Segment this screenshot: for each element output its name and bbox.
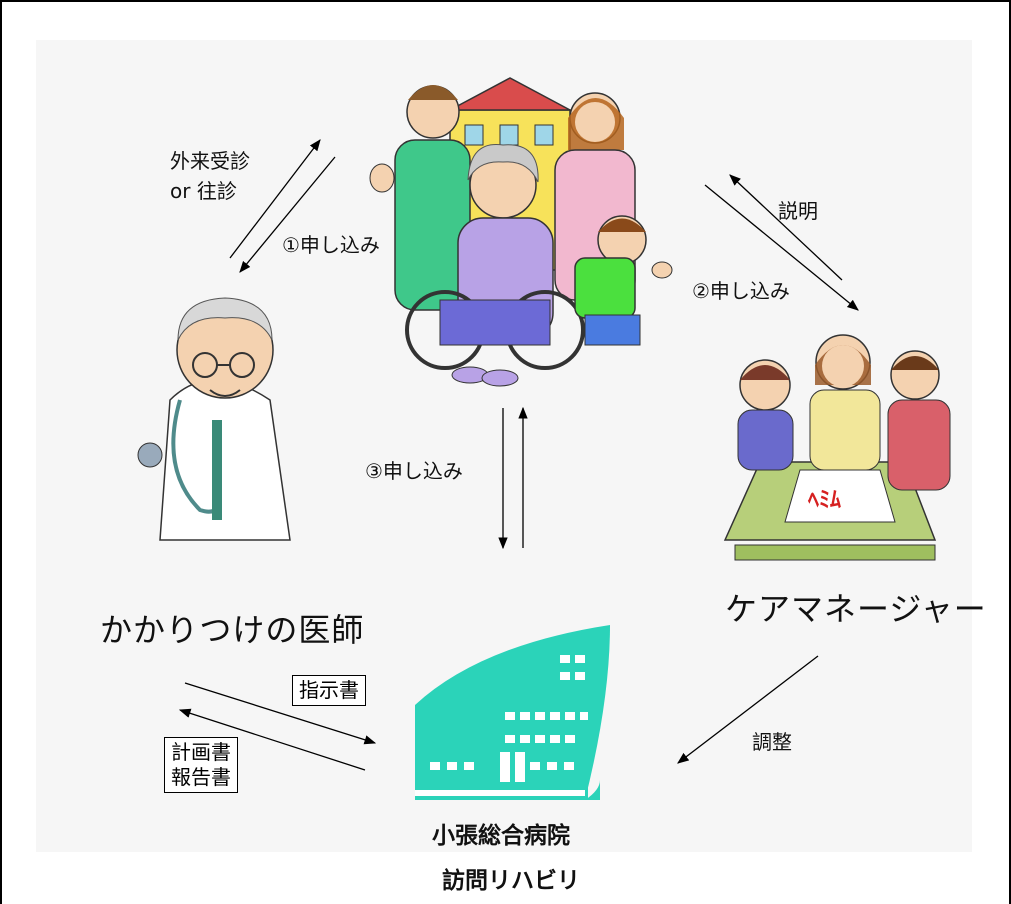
hospital-building-icon [415,625,610,800]
label-report: 報告書 [171,765,231,789]
arrows [178,139,859,771]
label-family-doctor: かかりつけの医師 [100,611,365,649]
family-patient-illustration [369,77,673,387]
care-managers-illustration: ﾍﾐﾑ [723,334,951,561]
label-instructions: 指示書 [299,678,359,702]
arrow-caremanager-to-hospital [677,655,819,764]
label-outpatient-line2: or 往診 [170,179,237,203]
label-application-2: ②申し込み [692,279,790,303]
arrow-family-to-caremanager [704,184,859,311]
label-instructions-box: 指示書 [292,675,366,706]
doctor-illustration [137,297,291,541]
label-plan-report-box: 計画書 報告書 [164,737,238,793]
label-explanation: 説明 [778,199,818,223]
label-application-1: ①申し込み [282,233,380,257]
label-plan: 計画書 [171,740,231,764]
label-hospital-name: 小張総合病院 [432,823,570,849]
label-outpatient-line1: 外来受診 [170,149,250,173]
arrow-doctor-to-hospital [184,682,377,745]
label-application-3: ③申し込み [365,459,463,483]
arrow-hospital-to-doctor [178,708,366,771]
label-care-manager: ケアマネージャー [725,590,987,628]
arrow-doctor-to-family [229,139,321,259]
svg-text:ﾍﾐﾑ: ﾍﾐﾑ [807,488,841,513]
arrow-caremanager-to-family [729,174,843,281]
label-adjustment: 調整 [752,730,792,754]
arrow-family-to-doctor [239,156,336,273]
label-service-name: 訪問リハビリ [442,868,580,894]
